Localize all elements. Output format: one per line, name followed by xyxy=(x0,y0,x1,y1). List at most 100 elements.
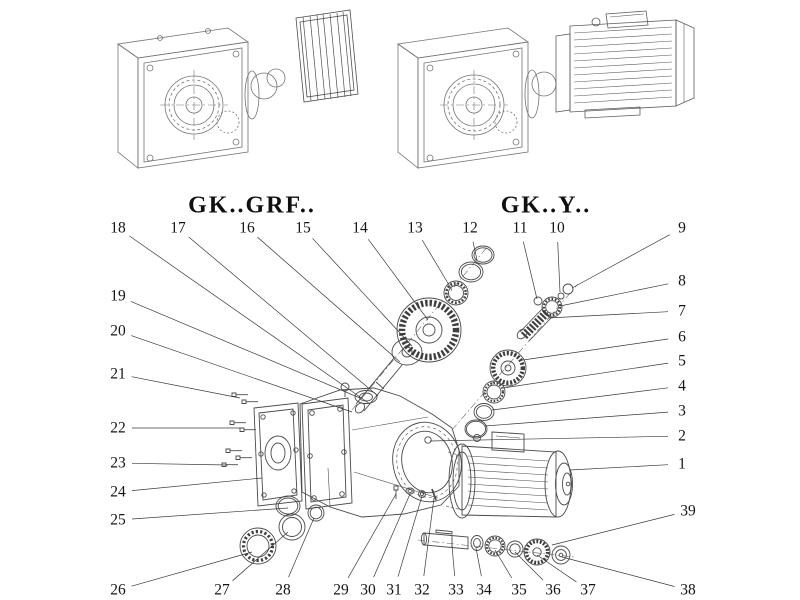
housing-front-inner xyxy=(423,47,523,163)
eyebolt xyxy=(591,17,601,27)
leader-line-31 xyxy=(397,495,423,577)
callout-35: 35 xyxy=(511,581,527,599)
centerlines xyxy=(440,70,508,140)
adapter-ring xyxy=(266,68,286,88)
callout-19: 19 xyxy=(110,287,126,305)
o-ring xyxy=(471,245,495,265)
callout-23: 23 xyxy=(110,454,126,472)
fastener-pin xyxy=(431,488,437,501)
leader-line-33 xyxy=(451,545,456,577)
shaft-end xyxy=(354,402,366,414)
cover-center-hole-inner xyxy=(270,442,286,464)
bevel-gear-teeth xyxy=(491,351,526,386)
assembled-view-grf xyxy=(116,9,359,169)
part-gear-train xyxy=(354,245,495,414)
motor-body xyxy=(569,19,677,113)
terminal-box xyxy=(491,431,525,453)
leader-line-21 xyxy=(131,376,241,399)
bevel-gear-hub xyxy=(500,360,516,376)
cover-bolt-hole xyxy=(290,410,296,416)
end-disc-center xyxy=(558,552,564,558)
callout-21: 21 xyxy=(110,365,126,383)
assembly-axis xyxy=(351,245,579,558)
callout-34: 34 xyxy=(476,581,492,599)
fastener-plug xyxy=(418,490,426,498)
ribbed-input-cover xyxy=(295,9,359,103)
large-gear-rim xyxy=(396,297,462,363)
bolt xyxy=(231,392,248,397)
bolt-hole xyxy=(232,138,240,146)
adapter-ring xyxy=(250,72,278,100)
bearing-balls xyxy=(241,529,275,563)
housing-front-face xyxy=(417,41,529,169)
motor-fins xyxy=(467,455,549,511)
cover-inner xyxy=(299,14,355,98)
part-output-bearing-group xyxy=(239,495,325,565)
flange-bolt-hole xyxy=(311,495,317,501)
bearing-outer xyxy=(239,527,277,565)
housing-left-flange-inner xyxy=(307,404,347,503)
o-ring-inner xyxy=(473,247,493,263)
leader-line-25 xyxy=(131,507,289,520)
callout-37: 37 xyxy=(580,581,596,599)
callout-5: 5 xyxy=(678,352,686,370)
shim-ring-inner xyxy=(277,497,299,515)
shaft-key xyxy=(435,529,453,535)
housing-front-inner xyxy=(143,47,243,163)
hidden-gear-dashed xyxy=(216,110,240,134)
bolt-hole xyxy=(146,64,154,72)
callout-14: 14 xyxy=(352,219,368,237)
callout-17: 17 xyxy=(170,219,186,237)
fan-cowl-ring xyxy=(555,462,573,506)
leader-line-6 xyxy=(522,338,669,361)
washer-inner xyxy=(473,537,481,549)
callout-22: 22 xyxy=(110,419,126,437)
callout-1: 1 xyxy=(678,455,686,473)
cover-fins xyxy=(302,11,352,102)
housing-top-face xyxy=(396,27,530,59)
callout-11: 11 xyxy=(512,219,528,237)
assembled-view-y xyxy=(396,10,695,169)
pinion-teeth xyxy=(520,309,551,339)
callout-39: 39 xyxy=(680,502,696,520)
callout-38: 38 xyxy=(680,581,696,599)
leader-line-32 xyxy=(423,497,435,577)
callout-26: 26 xyxy=(110,581,126,599)
bearing-outer xyxy=(443,280,469,306)
leader-line-9 xyxy=(571,234,670,289)
leader-line-1 xyxy=(569,464,669,471)
callout-32: 32 xyxy=(414,581,430,599)
spacer-outer xyxy=(506,540,524,558)
washer-ring-inner xyxy=(475,405,493,419)
bolt-hole xyxy=(512,138,520,146)
leader-line-34 xyxy=(475,547,482,577)
bolt-hole xyxy=(146,154,154,162)
leader-line-35 xyxy=(494,549,513,579)
bearing-balls xyxy=(485,536,505,556)
callout-33: 33 xyxy=(448,581,464,599)
motor-eyebolt xyxy=(473,434,481,442)
callout-6: 6 xyxy=(678,328,686,346)
spacer-disc xyxy=(391,338,423,366)
label-gk-grf: GK..GRF.. xyxy=(188,192,316,219)
bearing-outer xyxy=(484,535,506,557)
seal-ring-inner xyxy=(465,420,487,438)
end-disc-outer xyxy=(551,545,571,565)
part-output-shaft-assembly xyxy=(420,529,571,566)
bolt xyxy=(229,420,246,425)
callout-36: 36 xyxy=(545,581,561,599)
fan-cowl-ring-inner xyxy=(562,472,572,496)
leader-line-11 xyxy=(522,241,538,300)
leader-line-24 xyxy=(131,477,263,491)
ring-inner xyxy=(282,517,302,537)
callout-24: 24 xyxy=(110,483,126,501)
seal-ring xyxy=(464,419,488,439)
bearing-balls xyxy=(444,281,467,304)
callout-3: 3 xyxy=(678,402,686,420)
callout-16: 16 xyxy=(239,219,255,237)
bearing-inner xyxy=(488,539,502,553)
part-motor xyxy=(445,431,573,519)
leader-line-15 xyxy=(312,238,413,347)
